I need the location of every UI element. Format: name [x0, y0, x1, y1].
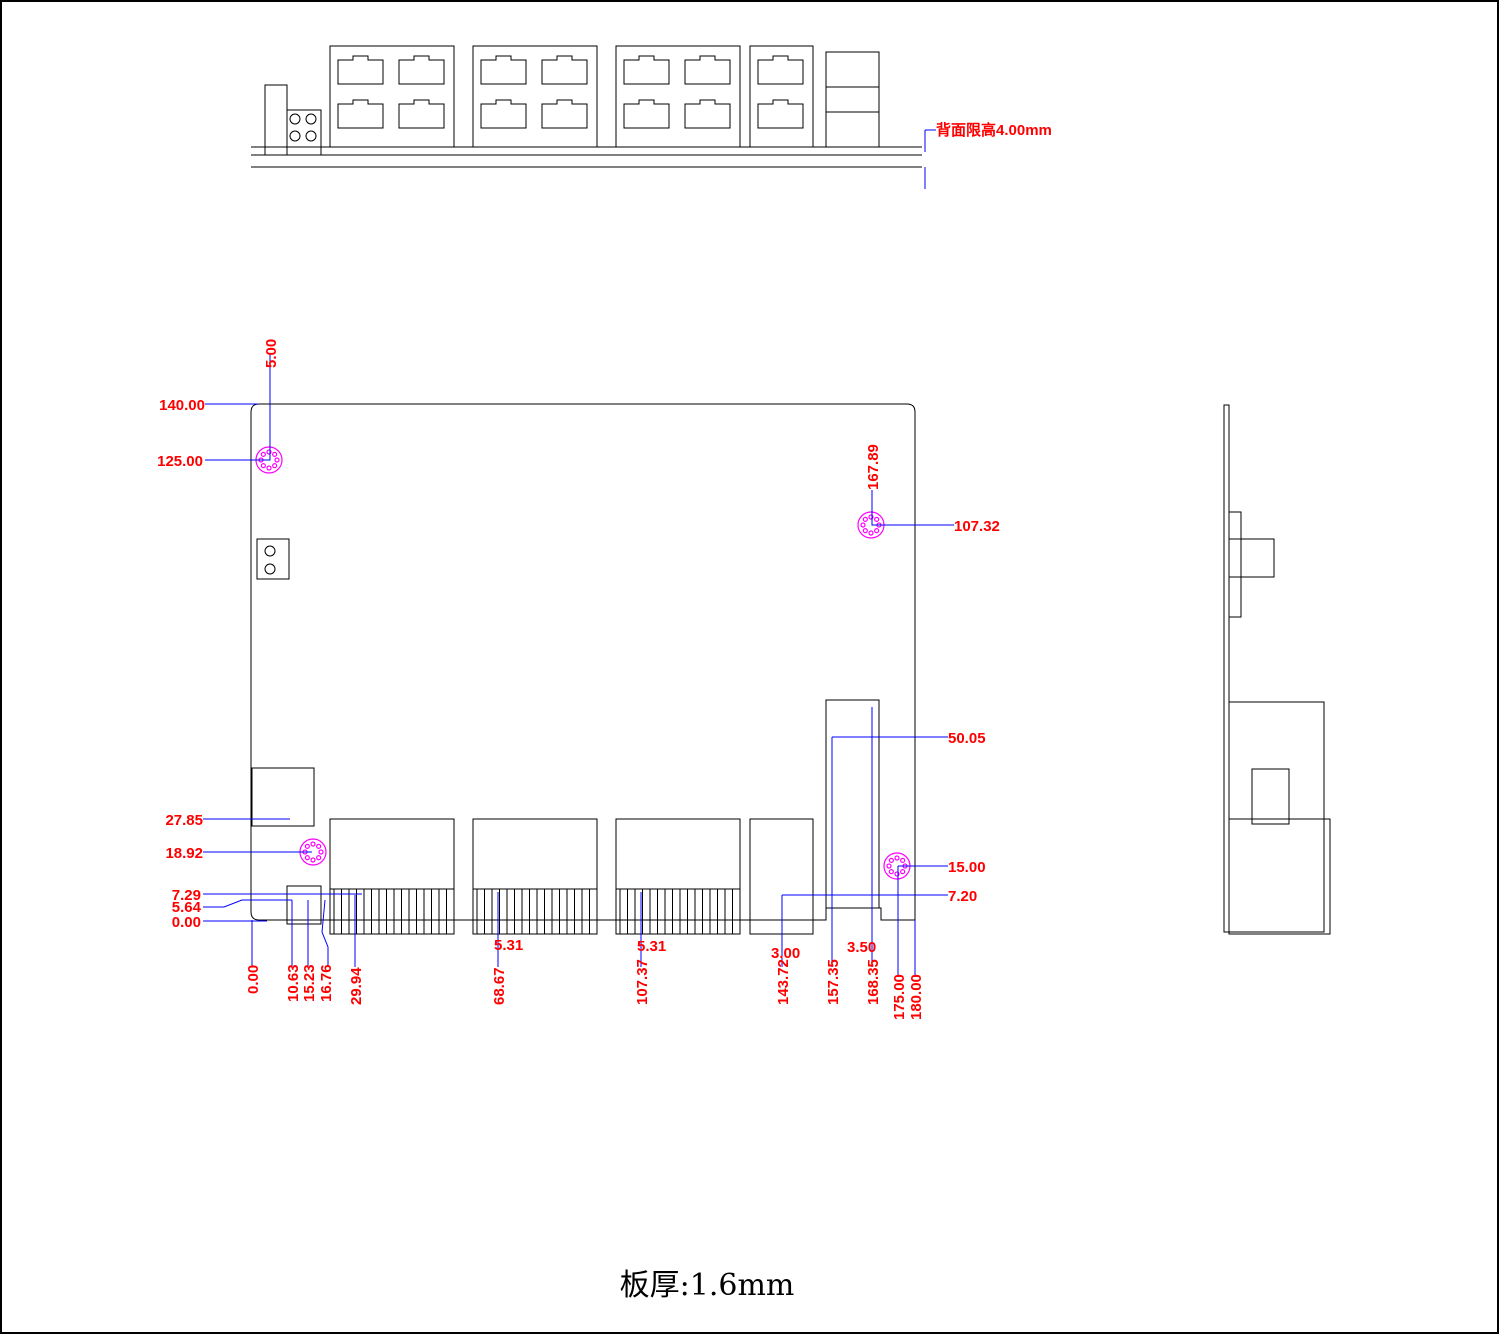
mounting-holes: [255, 446, 911, 880]
dim-7-29: 7.29: [172, 887, 201, 904]
dim-spacing-3-50: 3.50: [847, 939, 876, 956]
dim-spacing-5-31-a: 5.31: [494, 937, 523, 954]
rj45-front-2: [615, 45, 741, 148]
dim-bottom-8: 157.35: [825, 959, 842, 1005]
rj45-front-0: [329, 45, 455, 148]
board-top-view: [250, 403, 916, 935]
dim-bottom-1: 10.63: [285, 964, 302, 1002]
dim-107-32: 107.32: [954, 518, 1000, 535]
dim-125: 125.00: [157, 453, 203, 470]
height-limit-note: 背面限高4.00mm: [936, 121, 1052, 139]
dim-spacing-5-31-b: 5.31: [637, 938, 666, 955]
dim-167-89: 167.89: [865, 444, 882, 490]
rj45-front-3: [749, 45, 814, 148]
dim-5: 5.00: [263, 339, 280, 368]
dim-bottom-11: 180.00: [908, 974, 925, 1020]
rj45-port-0: [329, 818, 455, 935]
dimension-labels-left: 140.00 125.00 27.85 18.92 7.29 5.64 0.00: [157, 397, 205, 931]
dim-bottom-2: 15.23: [301, 964, 318, 1002]
dim-140: 140.00: [159, 397, 205, 414]
rj45-front-1: [472, 45, 598, 148]
dim-15: 15.00: [948, 859, 986, 876]
dim-0-y: 0.00: [172, 914, 201, 931]
dim-5-64: 5.64: [172, 899, 202, 916]
dimension-leaders: [203, 354, 954, 977]
dim-bottom-9: 168.35: [865, 959, 882, 1005]
dim-bottom-0: 0.00: [245, 965, 262, 994]
dim-spacing-3-00: 3.00: [771, 945, 800, 962]
dim-bottom-5: 68.67: [491, 967, 508, 1005]
dimension-labels-spacing: 5.31 5.31 3.00 3.50: [494, 937, 876, 962]
dim-18-92: 18.92: [165, 845, 203, 862]
dim-50-05: 50.05: [948, 730, 986, 747]
dimension-labels-right: 107.32 50.05 15.00 7.20: [948, 518, 1000, 905]
dim-bottom-3: 16.76: [318, 964, 335, 1002]
dim-bottom-7: 143.72: [775, 959, 792, 1005]
side-view: [1223, 404, 1331, 935]
dim-7-20: 7.20: [948, 888, 977, 905]
dim-27-85: 27.85: [165, 812, 203, 829]
rj45-port-1: [472, 818, 598, 935]
dim-bottom-10: 175.00: [891, 974, 908, 1020]
front-elevation-view: [251, 45, 936, 189]
rj45-port-2: [615, 818, 741, 935]
dim-bottom-6: 107.37: [634, 959, 651, 1005]
dimension-labels-vertical: 5.00 167.89: [263, 339, 882, 490]
board-thickness-note: 板厚:1.6mm: [619, 1268, 795, 1303]
dim-bottom-4: 29.94: [348, 967, 365, 1005]
